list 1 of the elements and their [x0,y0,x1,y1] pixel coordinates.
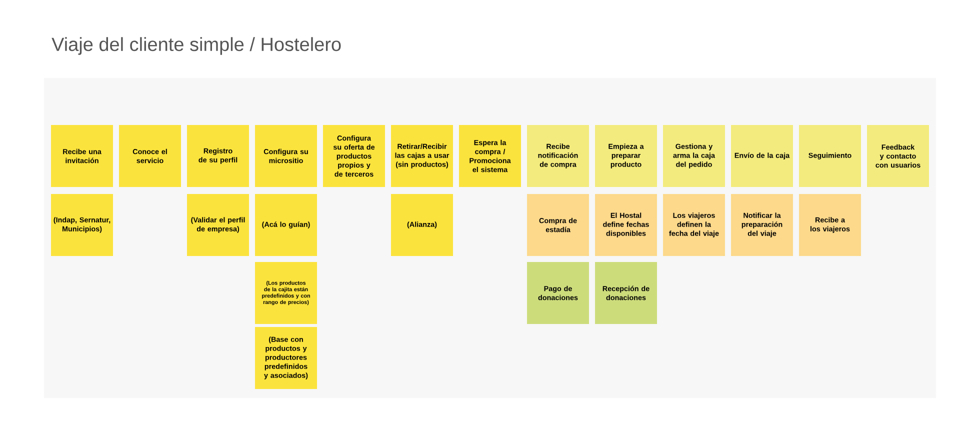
title: Viaje del cliente simple / Hostelero [52,37,341,55]
